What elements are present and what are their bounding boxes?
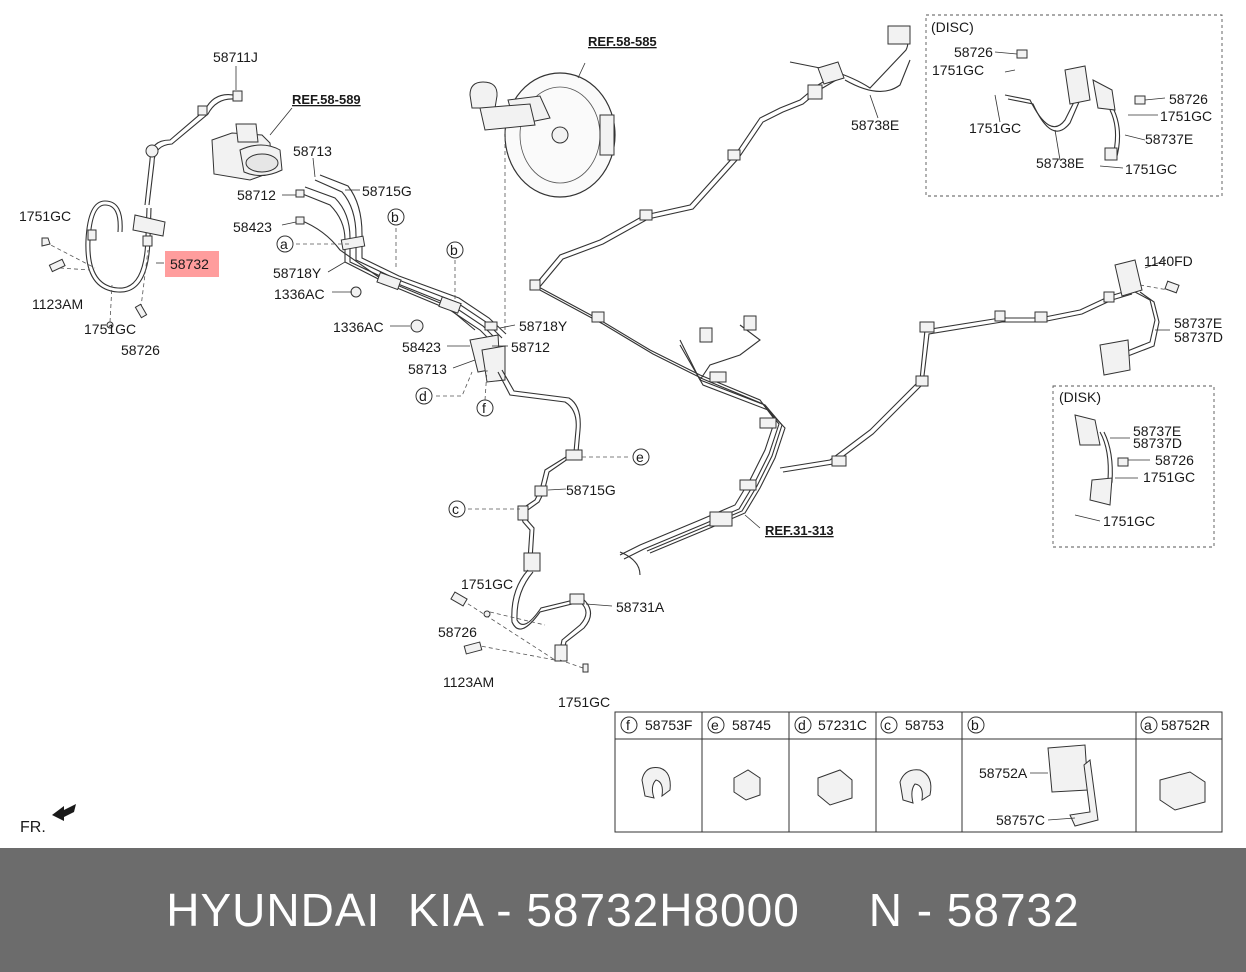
disc-label-1751GC-d: 1751GC <box>1125 161 1177 177</box>
table-part-58752A: 58752A <box>979 765 1028 781</box>
svg-text:a: a <box>280 236 288 252</box>
label-1140FD: 1140FD <box>1144 253 1193 269</box>
brake-line-diagram: REF.58-585 REF.58-589 REF.31-313 58711J … <box>19 14 1223 836</box>
table-part-57231C: 57231C <box>818 717 867 733</box>
table-letter-b: b <box>971 717 979 733</box>
label-58712-top: 58712 <box>237 187 276 203</box>
table-part-58757C: 58757C <box>996 812 1045 828</box>
label-1336AC-top: 1336AC <box>274 286 325 302</box>
disk-label-58726: 58726 <box>1155 452 1194 468</box>
disc-label-58726-b: 58726 <box>1169 91 1208 107</box>
label-58711J: 58711J <box>213 49 258 65</box>
table-letter-e: e <box>711 717 719 733</box>
label-58718Y-mid: 58718Y <box>519 318 568 334</box>
label-58718Y-top: 58718Y <box>273 265 322 281</box>
callout-e: e <box>632 448 650 466</box>
disk-label-1751GC-a: 1751GC <box>1143 469 1195 485</box>
abs-module <box>211 123 283 181</box>
svg-text:f: f <box>482 400 486 416</box>
label-58423-mid: 58423 <box>402 339 441 355</box>
svg-text:e: e <box>636 449 644 465</box>
label-58713-mid: 58713 <box>408 361 447 377</box>
label-1751GC-a: 1751GC <box>19 208 71 224</box>
ref-31-313: REF.31-313 <box>765 523 834 538</box>
center-pipe-bundle <box>295 174 507 383</box>
callout-dashed-lines <box>296 130 630 510</box>
callout-b-top: b <box>387 208 405 226</box>
label-58737E-main: 58737E <box>1174 315 1222 331</box>
label-58732: 58732 <box>170 256 209 272</box>
label-58712-mid: 58712 <box>511 339 550 355</box>
table-letter-f: f <box>626 717 630 733</box>
label-1336AC-mid: 1336AC <box>333 319 384 335</box>
disc-label-1751GC-a: 1751GC <box>932 62 984 78</box>
table-part-58752R: 58752R <box>1161 717 1210 733</box>
disk-label-58737D: 58737D <box>1133 435 1182 451</box>
disk-title: (DISK) <box>1059 389 1101 405</box>
callout-c: c <box>448 500 466 518</box>
disc-label-58737E: 58737E <box>1145 131 1193 147</box>
svg-text:c: c <box>452 501 459 517</box>
disc-label-58738E: 58738E <box>1036 155 1084 171</box>
label-58737D-main: 58737D <box>1174 329 1223 345</box>
footer-banner: HYUNDAI KIA - 58732H8000 N - 58732 <box>0 848 1246 972</box>
disc-detail-box <box>925 14 1223 197</box>
label-1751GC-c: 1751GC <box>461 576 513 592</box>
disk-label-58737E: 58737E <box>1133 423 1181 439</box>
table-letter-c: c <box>884 717 891 733</box>
label-58423-top: 58423 <box>233 219 272 235</box>
clip-table <box>614 711 1223 833</box>
callout-b-mid: b <box>446 241 464 259</box>
label-1751GC-b: 1751GC <box>84 321 136 337</box>
brake-booster <box>469 72 616 198</box>
right-rear-pipe <box>779 259 1180 473</box>
table-part-58753F: 58753F <box>645 717 692 733</box>
svg-text:b: b <box>450 242 458 258</box>
label-58731A: 58731A <box>616 599 665 615</box>
disk-detail-box <box>1052 385 1215 548</box>
table-part-58753: 58753 <box>905 717 944 733</box>
highlight-58732 <box>165 251 219 277</box>
callout-a-top: a <box>276 235 294 253</box>
front-arrow-icon <box>52 804 76 821</box>
front-hose-58732 <box>85 200 166 293</box>
lower-left-pipes <box>497 369 583 572</box>
label-1751GC-d: 1751GC <box>558 694 610 710</box>
label-58715G-low: 58715G <box>566 482 616 498</box>
disc-label-58726: 58726 <box>954 44 993 60</box>
ref-58-589: REF.58-589 <box>292 92 361 107</box>
disc-label-1751GC-c: 1751GC <box>1160 108 1212 124</box>
hose-58731A <box>511 569 592 662</box>
callout-f: f <box>476 399 494 417</box>
disc-label-1751GC-b: 1751GC <box>969 120 1021 136</box>
disc-title: (DISC) <box>931 19 974 35</box>
label-58738E-main: 58738E <box>851 117 899 133</box>
footer-part-number: HYUNDAI KIA - 58732H8000 N - 58732 <box>166 884 1080 936</box>
disk-label-1751GC-b: 1751GC <box>1103 513 1155 529</box>
table-letter-d: d <box>798 717 806 733</box>
callout-d: d <box>415 387 433 405</box>
svg-text:b: b <box>391 209 399 225</box>
label-58726-b: 58726 <box>438 624 477 640</box>
svg-text:d: d <box>419 388 427 404</box>
label-58726-a: 58726 <box>121 342 160 358</box>
front-hose-hardware <box>41 237 149 329</box>
abs-to-hose-pipe <box>144 90 243 206</box>
fr-label: FR. <box>20 819 46 836</box>
ref-58-585: REF.58-585 <box>588 34 657 49</box>
table-letter-a: a <box>1144 717 1152 733</box>
hose-58731A-hardware <box>450 591 589 673</box>
label-1123AM-b: 1123AM <box>443 674 494 690</box>
table-part-58745: 58745 <box>732 717 771 733</box>
label-58713-top: 58713 <box>293 143 332 159</box>
floor-pipe-bundle <box>529 279 786 576</box>
leader-lines <box>156 62 1170 607</box>
label-58715G-top: 58715G <box>362 183 412 199</box>
upper-rear-pipe <box>534 25 911 290</box>
label-1123AM-a: 1123AM <box>32 296 83 312</box>
